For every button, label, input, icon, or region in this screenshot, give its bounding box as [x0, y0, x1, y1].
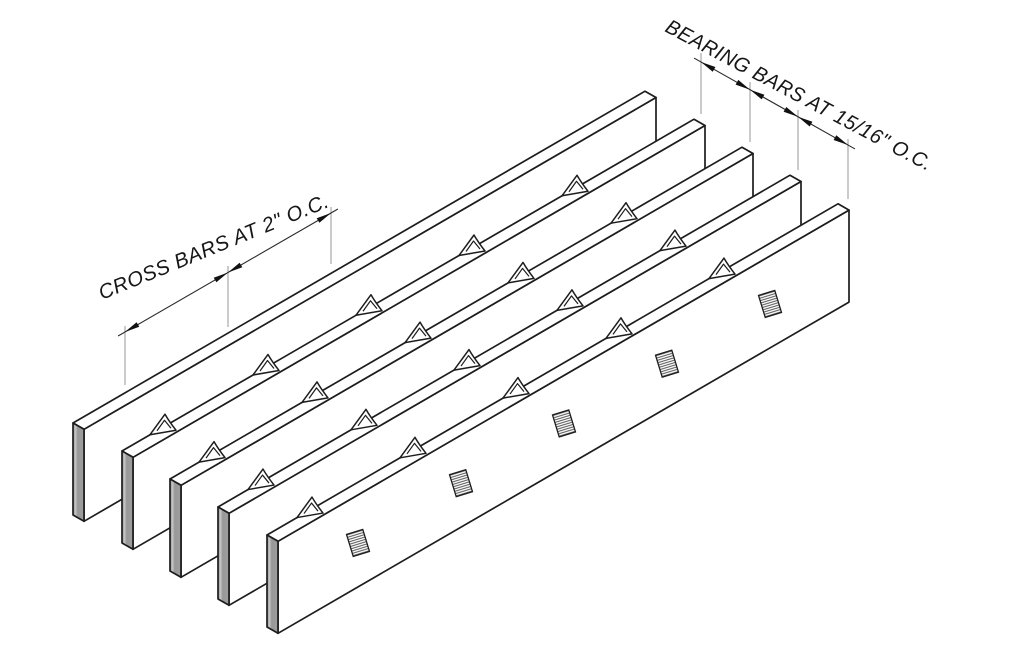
cross-bar-section-hatch [345, 528, 371, 558]
dimension-arrowhead [316, 213, 331, 223]
cross-bar-bump [252, 353, 280, 376]
cross-bar-bump [198, 440, 226, 463]
cross-bar-bump [556, 289, 584, 312]
cross-bars-dimension [117, 207, 339, 385]
cross-bar-bump-outline [247, 468, 275, 491]
cross-bar-section-hatch [757, 289, 783, 319]
cross-bar-bump [453, 348, 481, 371]
cross-bar-bump-inner [509, 382, 525, 395]
cross-bar-bump [247, 468, 275, 491]
grating-group [72, 90, 850, 635]
cross-bar-bump-outline [149, 413, 177, 436]
cross-bar-section-hatch [448, 468, 474, 498]
cross-bar-section [345, 528, 371, 558]
cross-bar-bump-outline [507, 261, 535, 284]
cross-bar-bump-outline [556, 289, 584, 312]
cross-bar-bump [659, 229, 687, 252]
cross-bar-bump-outline [605, 317, 633, 340]
cross-bar-section-hatch [551, 409, 577, 438]
cross-bar-bump-inner [362, 300, 378, 312]
cross-bar-bump-inner [666, 235, 682, 247]
cross-bar-bump-outline [296, 496, 324, 519]
cross-bar-bump-inner [460, 354, 476, 367]
cross-bar-bump-inner [303, 502, 319, 514]
dimension-arrowhead [750, 89, 765, 100]
dimension-arrowhead [735, 79, 750, 90]
cross-bar-bump-outline [404, 321, 432, 344]
cross-bar-bump-inner [612, 323, 628, 335]
cross-bar-section [757, 289, 783, 319]
bearing-bar-end [72, 422, 85, 523]
cross-bar-section-hatch [654, 349, 680, 378]
cross-bar-bump-outline [561, 174, 589, 197]
cross-bar-bump-outline [350, 408, 378, 431]
cross-bar-bump [561, 174, 589, 197]
cross-bar-bump-inner [259, 359, 275, 372]
cross-bar-section [448, 468, 474, 498]
cross-bar-bump-inner [563, 295, 579, 307]
cross-bar-bump-inner [156, 419, 172, 432]
cross-bar-bump [507, 261, 535, 284]
cross-bar-bump-inner [715, 263, 731, 275]
cross-bar-bump [610, 201, 638, 224]
cross-bar-bump-outline [502, 376, 530, 399]
dimension-arrowhead [798, 116, 813, 127]
cross-bar-bump-inner [308, 387, 324, 399]
cross-bar-bump-outline [610, 201, 638, 224]
cross-bar-bump [404, 321, 432, 344]
cross-bar-bump-inner [406, 442, 422, 455]
dimension-arrowhead [833, 135, 848, 145]
cross-bar-bump-outline [399, 436, 427, 459]
bearing-bar-end [266, 534, 279, 635]
cross-bar-bump [399, 436, 427, 459]
cross-bar-bump [350, 408, 378, 431]
cross-bar-bump-outline [198, 440, 226, 463]
cross-bar-bump-outline [252, 353, 280, 376]
cross-bar-bump [355, 293, 383, 316]
cross-bars-label: CROSS BARS AT 2" O.C. [95, 190, 332, 305]
bearing-bar-end [121, 450, 134, 551]
cross-bar-bump-inner [465, 240, 481, 252]
cross-bar-section [654, 349, 680, 378]
cross-bar-bump [301, 381, 329, 404]
dimension-arrowhead [228, 262, 243, 273]
cross-bar-bump-inner [357, 414, 373, 427]
cross-bar-bump [605, 317, 633, 340]
cross-bar-bump [149, 413, 177, 436]
bearing-bar-end [217, 506, 230, 607]
cross-bar-bump-inner [617, 208, 633, 220]
cross-bar-bump-inner [568, 180, 584, 193]
cross-bar-bump-inner [205, 447, 221, 459]
cross-bar-bump [458, 234, 486, 257]
cross-bar-bump-outline [301, 381, 329, 404]
cross-bar-bump-outline [453, 348, 481, 371]
cross-bar-bump [502, 376, 530, 399]
cross-bar-bump-inner [254, 474, 270, 486]
cross-bar-bump-outline [355, 293, 383, 316]
cross-bar-bump [296, 496, 324, 519]
dimension-arrowhead [701, 62, 716, 72]
dimension-arrowhead [125, 322, 140, 332]
cross-bar-bump [708, 257, 736, 280]
dimension-arrowhead [213, 272, 228, 283]
dimension-line [693, 57, 856, 150]
bearing-bar-end [169, 478, 182, 579]
dimension-arrowhead [783, 107, 798, 117]
cross-bar-section [551, 409, 577, 438]
cross-bar-bump-outline [708, 257, 736, 280]
cross-bar-bump-outline [458, 234, 486, 257]
cross-bar-bump-inner [514, 267, 530, 280]
cross-bar-bump-outline [659, 229, 687, 252]
cross-bar-bump-inner [411, 327, 427, 340]
bearing-bars-dimension [693, 53, 856, 199]
